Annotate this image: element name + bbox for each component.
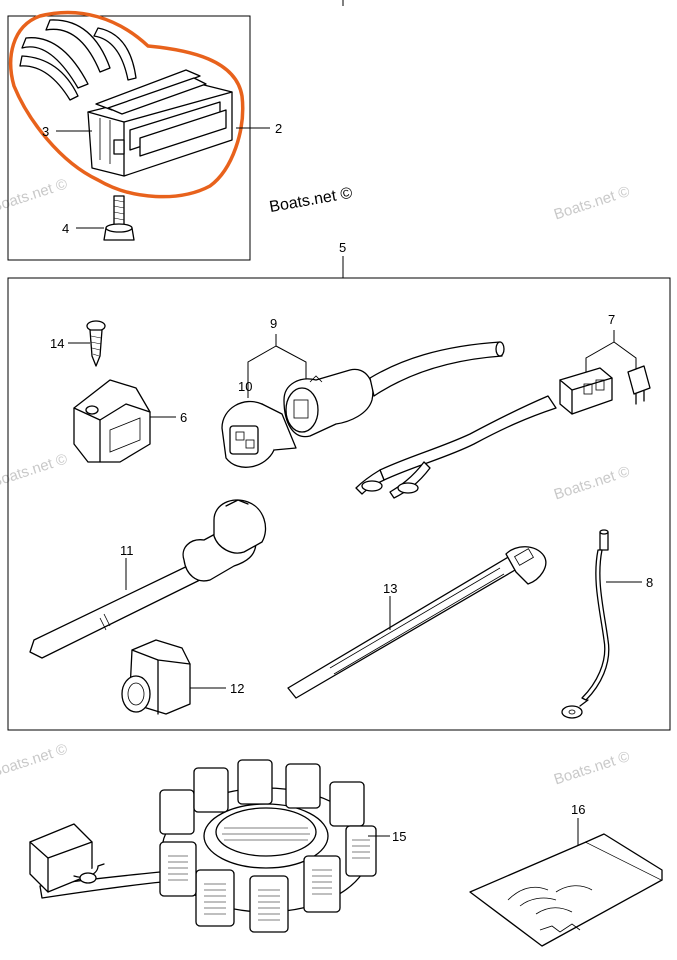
callout-6: 6 <box>180 410 187 425</box>
highlight-outline <box>9 10 245 199</box>
callout-15: 15 <box>392 829 406 844</box>
cable-tie-part[interactable] <box>287 546 547 699</box>
callout-12: 12 <box>230 681 244 696</box>
sensor-cable-part[interactable] <box>29 499 267 659</box>
rectifier-regulator-part[interactable] <box>19 19 233 177</box>
callout-4: 4 <box>62 221 69 236</box>
callout-11: 11 <box>120 543 134 558</box>
screw-part[interactable] <box>86 320 106 367</box>
clamp-part[interactable] <box>73 379 151 463</box>
watermark: Boats.net © <box>552 183 632 223</box>
stator-part[interactable] <box>29 759 377 933</box>
rectifier-assembly-box <box>7 15 251 261</box>
callout-7: 7 <box>608 312 615 327</box>
callout-16: 16 <box>571 802 585 817</box>
bolt-part[interactable] <box>103 195 135 241</box>
harness-kit-box <box>7 277 671 731</box>
watermark: Boats.net © <box>0 740 70 780</box>
callout-5: 5 <box>339 240 346 255</box>
watermark: Boats.net © <box>552 748 632 788</box>
callout-14: 14 <box>50 336 64 351</box>
callout-10: 10 <box>238 379 252 394</box>
ground-lead-part[interactable] <box>561 529 610 719</box>
callout-3: 3 <box>42 124 49 139</box>
watermark: Boats.net © <box>552 463 632 503</box>
watermark: Boats.net © <box>0 450 70 490</box>
watermark: Boats.net © <box>0 175 70 215</box>
grommet-part[interactable] <box>121 639 191 715</box>
callout-13: 13 <box>383 581 397 596</box>
callout-2: 2 <box>275 121 282 136</box>
connector-plug-part[interactable] <box>283 341 505 438</box>
fuse-harness-part[interactable] <box>355 365 651 499</box>
connector-socket-part[interactable] <box>221 400 297 468</box>
pouch-part[interactable] <box>469 833 663 947</box>
callout-8: 8 <box>646 575 653 590</box>
brand-mark: Boats.net © <box>268 185 354 216</box>
callout-9: 9 <box>270 316 277 331</box>
